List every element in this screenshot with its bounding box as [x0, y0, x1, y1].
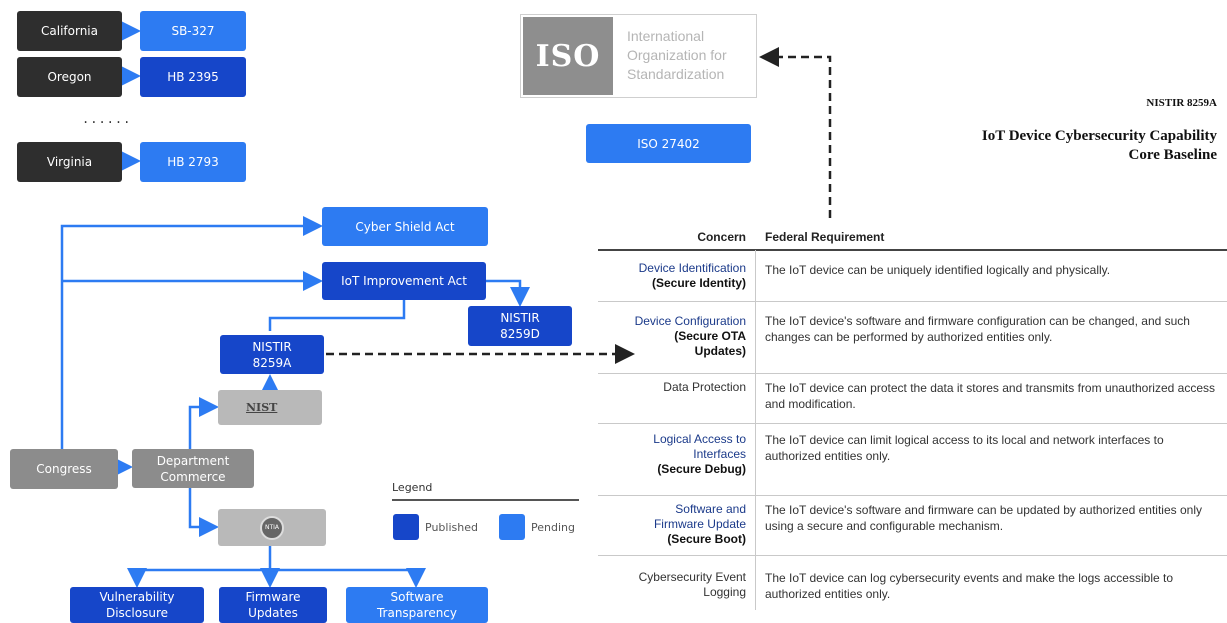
cyber-shield-act: Cyber Shield Act — [322, 207, 488, 246]
concern-cell: Logical Access to Interfaces(Secure Debu… — [653, 432, 746, 476]
state-label: Oregon — [47, 70, 92, 84]
iso-logo: ISO International Organization for Stand… — [520, 14, 757, 98]
bill-hb-2793: HB 2793 — [140, 142, 246, 182]
node-label: ISO 27402 — [637, 136, 700, 151]
concern-cell: Device Configuration(Secure OTA Updates) — [634, 314, 746, 358]
node-label: Software Transparency — [376, 590, 458, 620]
software-transparency: Software Transparency — [346, 587, 488, 623]
legend-pending-swatch — [499, 514, 525, 540]
state-virginia: Virginia — [17, 142, 122, 182]
nistir-title-line: Core Baseline — [1128, 147, 1217, 163]
concern-cell: Data Protection — [663, 380, 746, 394]
node-label: IoT Improvement Act — [341, 274, 467, 288]
requirement-cell: The IoT device can limit logical access … — [765, 433, 1164, 463]
nist-logo: NIST — [218, 390, 322, 425]
bill-hb-2395: HB 2395 — [140, 57, 246, 97]
nistir-doc-id: NISTIR 8259A — [1146, 97, 1217, 109]
node-label: Firmware Updates — [245, 590, 301, 620]
table-row: Data Protection The IoT device can prote… — [598, 373, 1227, 424]
congress: Congress — [10, 449, 118, 489]
legend-pending-label: Pending — [531, 521, 575, 534]
node-label: Department Commerce — [156, 453, 230, 484]
nistir-8259d: NISTIR 8259D — [468, 306, 572, 346]
requirement-cell: The IoT device can log cybersecurity eve… — [765, 571, 1173, 601]
table-row: Device Configuration(Secure OTA Updates)… — [598, 301, 1227, 374]
vulnerability-disclosure: Vulnerability Disclosure — [70, 587, 204, 623]
concern-cell: Cybersecurity Event Logging — [638, 570, 746, 599]
legend-title: Legend — [392, 481, 433, 494]
firmware-updates: Firmware Updates — [219, 587, 327, 623]
table-row: Device Identification(Secure Identity) T… — [598, 251, 1227, 301]
department-commerce: Department Commerce — [132, 449, 254, 488]
legend-divider — [392, 499, 579, 501]
requirement-cell: The IoT device's software and firmware c… — [765, 314, 1190, 344]
iso-name: International Organization for Standardi… — [627, 28, 727, 82]
node-label: NISTIR 8259A — [252, 339, 292, 370]
node-label: Cyber Shield Act — [355, 219, 455, 234]
ntia-logo: NTIA — [218, 509, 326, 546]
bill-label: HB 2793 — [167, 155, 219, 169]
requirement-cell: The IoT device can be uniquely identifie… — [765, 263, 1111, 277]
table-column-divider — [755, 250, 756, 610]
nist-logo-mark: NIST — [246, 400, 278, 414]
node-label: Vulnerability Disclosure — [99, 590, 175, 620]
table-row: Software and Firmware Update(Secure Boot… — [598, 495, 1227, 556]
requirement-cell: The IoT device's software and firmware c… — [765, 503, 1202, 533]
concern-cell: Device Identification(Secure Identity) — [638, 261, 746, 290]
legend-published-label: Published — [425, 521, 478, 534]
concern-cell: Software and Firmware Update(Secure Boot… — [653, 502, 746, 546]
state-label: Virginia — [46, 155, 93, 169]
nistir-title: IoT Device Cybersecurity Capability Core… — [982, 127, 1217, 165]
nistir-title-line: IoT Device Cybersecurity Capability — [981, 128, 1217, 144]
states-ellipsis: ...... — [82, 112, 132, 126]
bill-label: SB-327 — [171, 24, 215, 38]
requirement-cell: The IoT device can protect the data it s… — [765, 381, 1216, 411]
state-label: California — [41, 24, 98, 38]
table-row: Cybersecurity Event Logging The IoT devi… — [598, 555, 1227, 612]
state-oregon: Oregon — [17, 57, 122, 97]
iot-improvement-act: IoT Improvement Act — [322, 262, 486, 300]
iso-globe-icon: ISO — [523, 17, 613, 95]
legend-published-swatch — [393, 514, 419, 540]
bill-label: HB 2395 — [167, 70, 219, 84]
node-label: NISTIR 8259D — [500, 311, 540, 341]
col-federal-requirement: Federal Requirement — [765, 230, 885, 244]
bill-sb-327: SB-327 — [140, 11, 246, 51]
col-concern: Concern — [697, 230, 746, 244]
table-row: Logical Access to Interfaces(Secure Debu… — [598, 423, 1227, 496]
node-label: Congress — [36, 462, 92, 476]
table-header-rule — [598, 249, 1227, 251]
iso-27402: ISO 27402 — [586, 124, 751, 163]
nistir-8259a: NISTIR 8259A — [220, 335, 324, 374]
state-california: California — [17, 11, 122, 51]
ntia-seal-icon: NTIA — [260, 515, 284, 540]
